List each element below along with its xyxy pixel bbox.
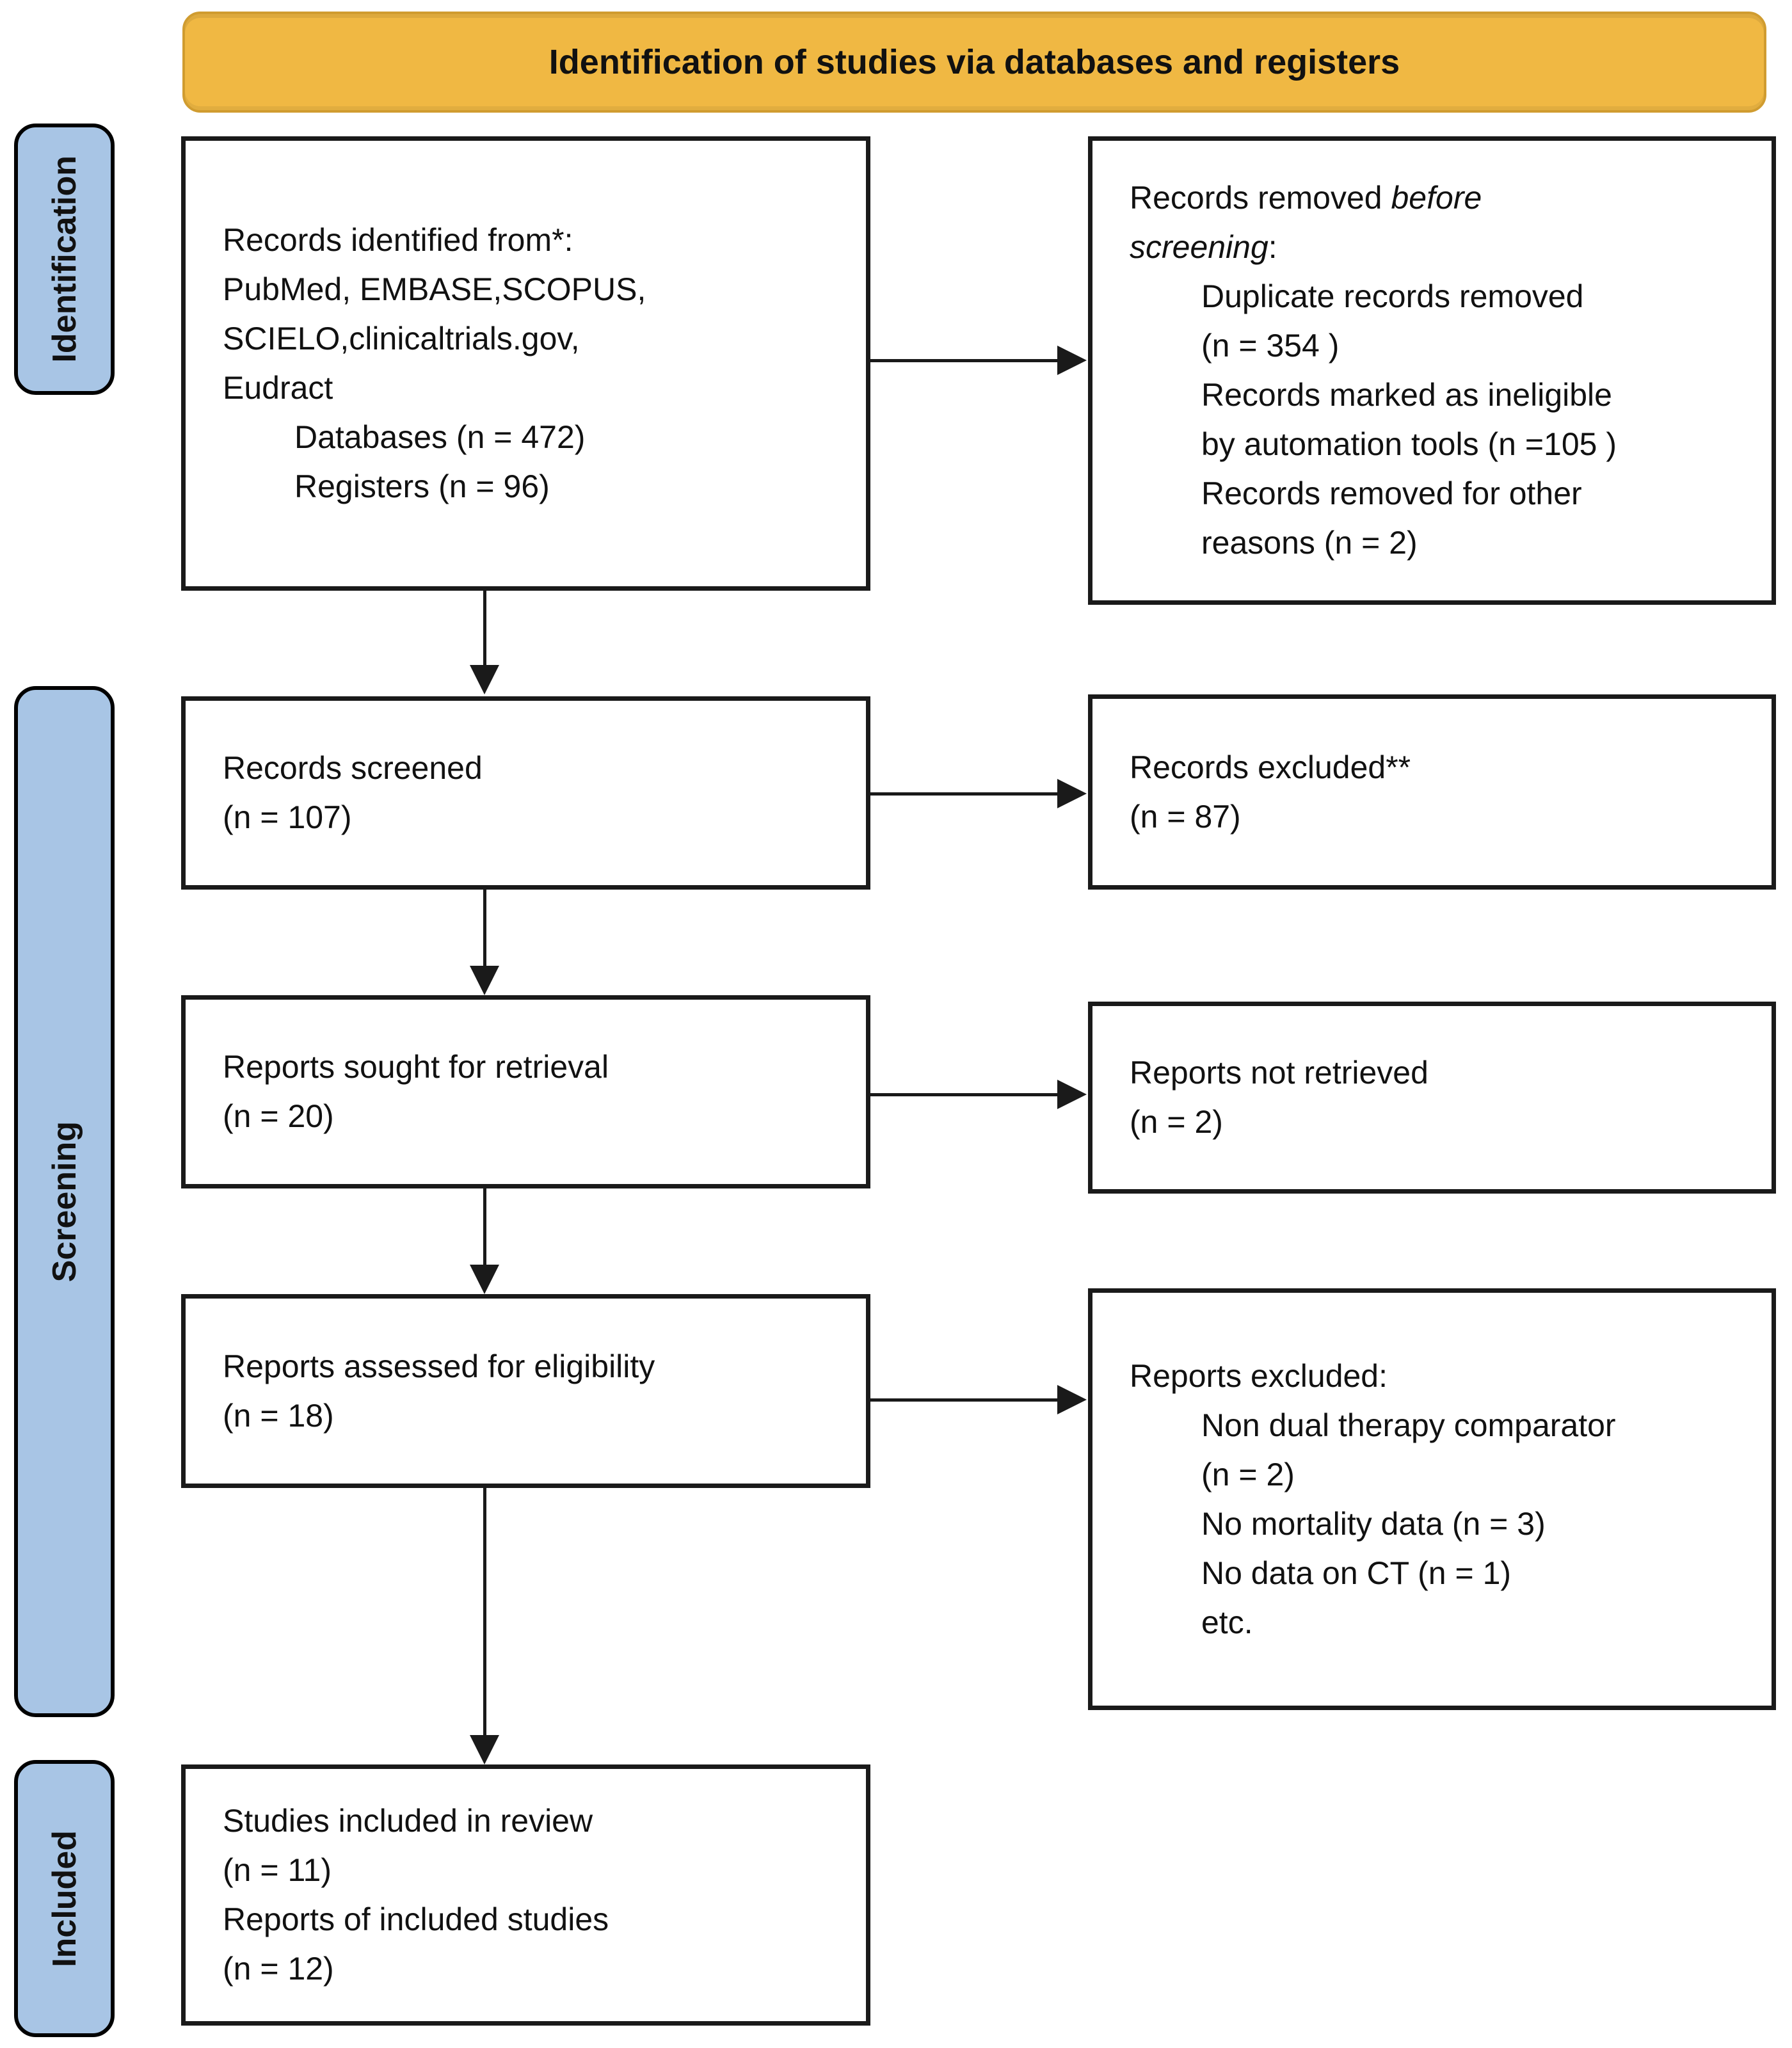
box-text-line: Reports not retrieved <box>1130 1055 1428 1091</box>
box-text-line: (n = 2) <box>1130 1104 1223 1140</box>
box-text-line: Studies included in review <box>223 1803 593 1839</box>
arrow-head-down-icon <box>470 1735 499 1764</box>
box-text-line: SCIELO,clinicaltrials.gov, <box>223 321 580 356</box>
box-text-line: PubMed, EMBASE,SCOPUS, <box>223 271 646 307</box>
box-text-line: etc. <box>1201 1604 1253 1640</box>
box-text-line: reasons (n = 2) <box>1201 525 1418 561</box>
box-text-line: Records removed for other <box>1201 476 1582 511</box>
box-text-line: (n = 107) <box>223 799 352 835</box>
box-records-removed-before-screening: Records removed before screening: Duplic… <box>1088 136 1776 605</box>
arrow-head-right-icon <box>1057 346 1087 375</box>
box-studies-included-in-review: Studies included in review (n = 11) Repo… <box>181 1764 870 2026</box>
arrow-head-down-icon <box>470 1265 499 1294</box>
box-text-line: Databases (n = 472) <box>294 419 586 455</box>
box-text-line: Reports of included studies <box>223 1901 609 1937</box>
box-text-line: (n = 11) <box>223 1852 332 1888</box>
box-text-line: Non dual therapy comparator <box>1201 1407 1616 1443</box>
arrow-line <box>870 1398 1060 1402</box>
stage-label-identification: Identification <box>14 124 115 395</box>
box-records-excluded: Records excluded** (n = 87) <box>1088 694 1776 890</box>
box-text-line: by automation tools (n =105 ) <box>1201 426 1617 462</box>
stage-label-screening: Screening <box>14 686 115 1717</box>
box-text-line: Records excluded** <box>1130 749 1411 785</box>
box-text-segment-italic: screening <box>1130 229 1268 265</box>
arrow-line <box>870 792 1060 796</box>
box-reports-excluded: Reports excluded: Non dual therapy compa… <box>1088 1288 1776 1710</box>
box-reports-sought-for-retrieval: Reports sought for retrieval (n = 20) <box>181 995 870 1188</box>
arrow-line <box>483 890 486 970</box>
box-text-segment-italic: before <box>1391 180 1482 216</box>
stage-label-included-text: Included <box>45 1830 83 1967</box>
arrow-line <box>870 1093 1060 1096</box>
box-text-line: Duplicate records removed <box>1201 278 1584 314</box>
box-text-line: (n = 2) <box>1201 1456 1295 1492</box>
diagram-title: Identification of studies via databases … <box>548 43 1400 81</box>
box-text-line: (n = 87) <box>1130 798 1241 835</box>
box-text-line: Eudract <box>223 370 333 406</box>
box-text-line: Registers (n = 96) <box>294 468 550 504</box>
arrow-line <box>483 1488 486 1738</box>
arrow-line <box>483 1188 486 1268</box>
box-text-line: No data on CT (n = 1) <box>1201 1555 1512 1591</box>
stage-label-screening-text: Screening <box>45 1121 83 1283</box>
box-text-line: Reports assessed for eligibility <box>223 1348 655 1384</box>
box-text-line: Reports sought for retrieval <box>223 1049 609 1085</box>
box-text-segment: Records removed <box>1130 180 1391 216</box>
box-records-identified: Records identified from*: PubMed, EMBASE… <box>181 136 870 591</box>
arrow-head-right-icon <box>1057 1080 1087 1109</box>
box-text-line: No mortality data (n = 3) <box>1201 1505 1546 1542</box>
title-banner: Identification of studies via databases … <box>182 12 1766 113</box>
box-text-line: Reports excluded: <box>1130 1357 1388 1394</box>
stage-label-identification-text: Identification <box>45 156 83 363</box>
box-text-line: Records marked as ineligible <box>1201 377 1612 413</box>
box-text-line: Records identified from*: <box>223 222 573 258</box>
arrow-head-right-icon <box>1057 779 1087 808</box>
box-records-screened: Records screened (n = 107) <box>181 696 870 890</box>
box-text-line: Records screened <box>223 750 483 786</box>
arrow-line <box>483 591 486 669</box>
arrow-head-down-icon <box>470 966 499 995</box>
box-reports-assessed-for-eligibility: Reports assessed for eligibility (n = 18… <box>181 1294 870 1488</box>
box-text-line: (n = 354 ) <box>1201 328 1340 364</box>
arrow-head-down-icon <box>470 665 499 694</box>
box-text-line: (n = 12) <box>223 1951 334 1987</box>
box-text-line: (n = 18) <box>223 1397 334 1434</box>
box-text-segment: : <box>1268 229 1277 265</box>
arrow-line <box>870 359 1060 362</box>
stage-label-included: Included <box>14 1760 115 2037</box>
arrow-head-right-icon <box>1057 1385 1087 1414</box>
box-reports-not-retrieved: Reports not retrieved (n = 2) <box>1088 1002 1776 1194</box>
box-text-line: Records removed before <box>1092 173 1772 223</box>
box-text-line: (n = 20) <box>223 1098 334 1134</box>
box-text-line: screening: <box>1092 223 1772 272</box>
